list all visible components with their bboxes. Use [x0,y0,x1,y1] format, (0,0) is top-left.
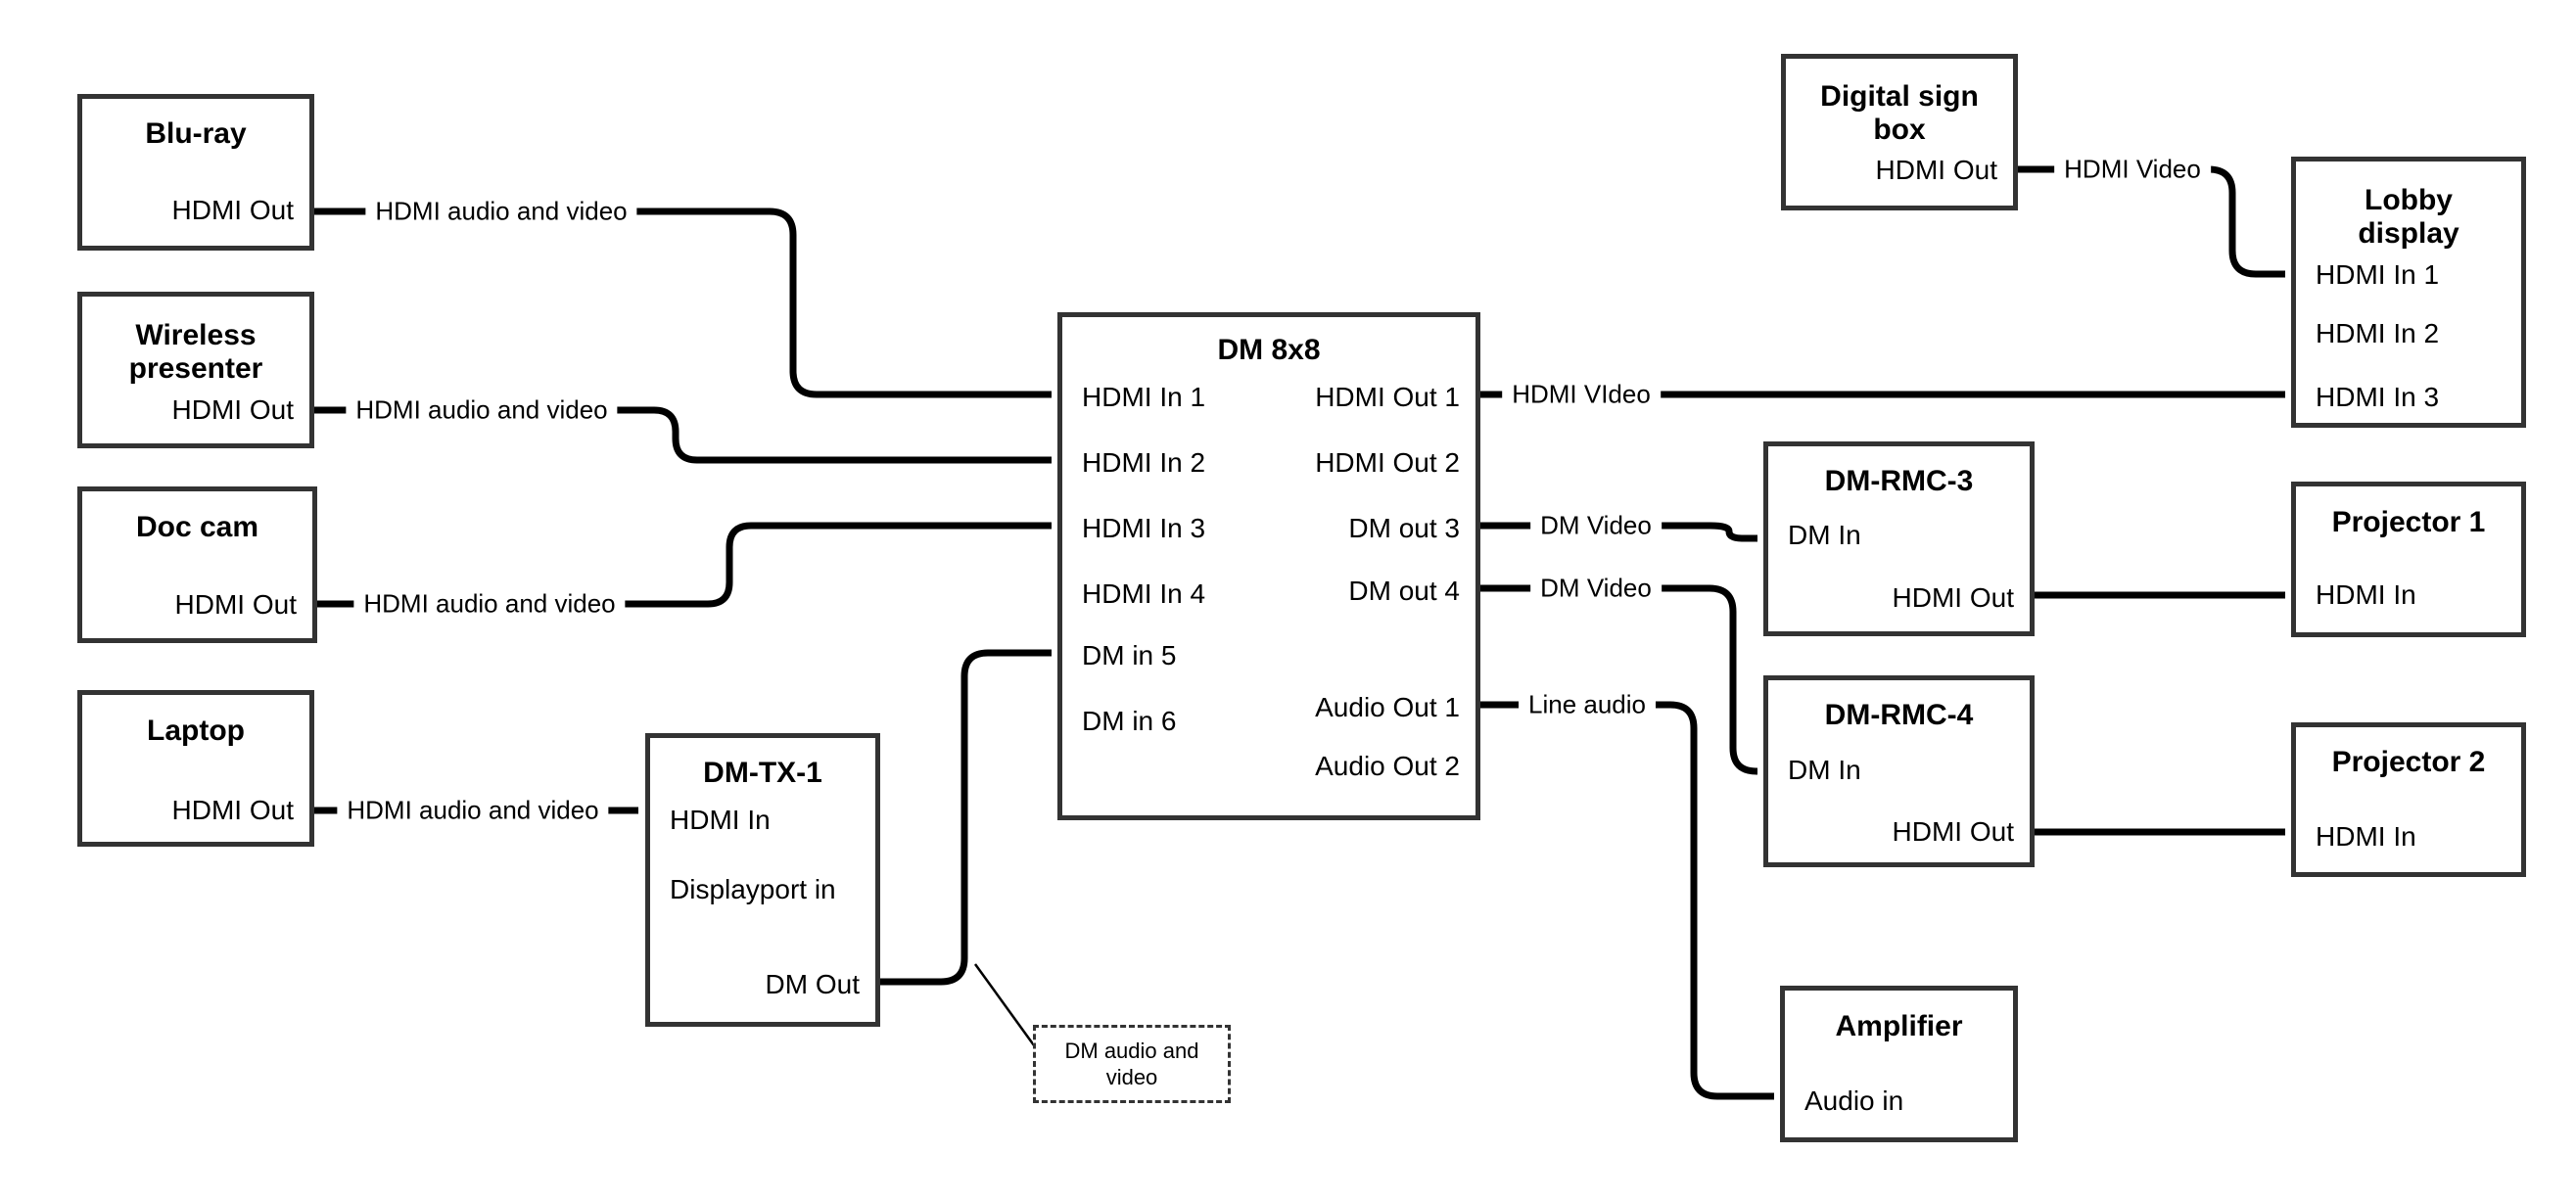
port-hdmi-in: HDMI In [2316,821,2416,852]
node-projector-2: Projector 2 HDMI In [2291,722,2526,877]
port-hdmi-out: HDMI Out [1892,816,2014,847]
wire-label-hdmi-audio-video-1: HDMI audio and video [365,194,637,229]
node-lobby-display: Lobby display HDMI In 1 HDMI In 2 HDMI I… [2291,157,2526,428]
port-dm-in-5: DM in 5 [1082,640,1177,670]
port-hdmi-in: HDMI In [2316,579,2416,610]
port-dm-out: DM Out [765,969,860,999]
node-dm-8x8: DM 8x8 HDMI In 1 HDMI In 2 HDMI In 3 HDM… [1057,312,1480,820]
callout-dm-audio-and-video: DM audio and video [1033,1025,1231,1103]
node-dm-rmc-4: DM-RMC-4 DM In HDMI Out [1763,675,2035,867]
wire-label-dm-video-out3: DM Video [1530,508,1662,543]
node-laptop: Laptop HDMI Out [77,690,314,847]
port-audio-out-2: Audio Out 2 [1315,751,1460,781]
wire-label-hdmi-audio-video-3: HDMI audio and video [353,586,626,622]
port-dm-in: DM In [1788,755,1861,785]
node-title: box [1873,114,1926,146]
port-hdmi-out: HDMI Out [1875,155,1997,185]
port-hdmi-out-1: HDMI Out 1 [1315,382,1460,412]
port-hdmi-out: HDMI Out [171,795,294,825]
node-title: DM-RMC-4 [1824,699,1974,731]
port-hdmi-in-3: HDMI In 3 [2316,382,2440,412]
callout-leader-line [973,963,1036,1046]
node-title: Amplifier [1835,1010,1963,1042]
port-hdmi-in-3: HDMI In 3 [1082,513,1206,543]
port-dm-in: DM In [1788,520,1861,550]
port-audio-out-1: Audio Out 1 [1315,692,1460,722]
wire-blu-ray-to-dm8x8-hdmi-in-1 [314,208,1052,398]
wire-dm8x8-dm-out-4-to-dm-rmc-4-dm-in [1480,584,1757,775]
port-hdmi-in-4: HDMI In 4 [1082,578,1206,609]
port-hdmi-out: HDMI Out [171,195,294,225]
port-hdmi-in-2: HDMI In 2 [2316,318,2440,348]
wire-doc-cam-to-dm8x8-hdmi-in-3 [317,522,1052,608]
node-dm-rmc-3: DM-RMC-3 DM In HDMI Out [1763,441,2035,636]
wire-digital-sign-to-lobby-hdmi-in-1 [2018,165,2285,278]
port-displayport-in: Displayport in [670,874,836,904]
node-title: Wireless [135,319,257,351]
port-hdmi-out: HDMI Out [1892,582,2014,613]
node-title: Doc cam [135,511,259,543]
wire-label-hdmi-video-out1: HDMI VIdeo [1502,377,1661,412]
port-hdmi-out: HDMI Out [171,394,294,425]
node-title: Projector 2 [2331,746,2486,778]
wire-label-hdmi-audio-video-4: HDMI audio and video [337,793,609,828]
wire-dm-tx-1-dm-out-to-dm8x8-dm-in-5 [880,649,1052,986]
port-dm-in-6: DM in 6 [1082,706,1177,736]
node-title: presenter [128,352,263,385]
node-title: Projector 1 [2331,506,2486,538]
node-title: display [2358,217,2459,250]
port-audio-in: Audio in [1804,1086,1904,1116]
wire-label-hdmi-audio-video-2: HDMI audio and video [346,393,618,428]
node-digital-sign-box: Digital sign box HDMI Out [1781,54,2018,210]
node-title: Digital sign [1820,80,1979,113]
callout-text-line1: DM audio and [1064,1039,1199,1063]
wire-wireless-presenter-to-dm8x8-hdmi-in-2 [314,406,1052,464]
port-dm-out-3: DM out 3 [1348,513,1460,543]
port-hdmi-in-1: HDMI In 1 [1082,382,1206,412]
node-blu-ray: Blu-ray HDMI Out [77,94,314,251]
wire-label-hdmi-video-sign: HDMI Video [2054,152,2211,187]
node-title: DM 8x8 [1217,334,1321,366]
port-hdmi-in-2: HDMI In 2 [1082,447,1206,478]
wire-dm8x8-audio-out-1-to-amplifier-audio-in [1480,701,1774,1100]
port-hdmi-in-1: HDMI In 1 [2316,259,2440,290]
node-title: DM-TX-1 [703,757,822,789]
node-projector-1: Projector 1 HDMI In [2291,482,2526,637]
wire-dm8x8-dm-out-3-to-dm-rmc-3-dm-in [1480,522,1757,542]
wire-label-dm-video-out4: DM Video [1530,571,1662,606]
node-title: Lobby [2365,184,2453,216]
node-dm-tx-1: DM-TX-1 HDMI In Displayport in DM Out [645,733,880,1027]
callout-text-line2: video [1105,1065,1158,1089]
node-amplifier: Amplifier Audio in [1780,986,2018,1142]
port-hdmi-out-2: HDMI Out 2 [1315,447,1460,478]
node-wireless-presenter: Wireless presenter HDMI Out [77,292,314,448]
port-hdmi-out: HDMI Out [174,589,297,620]
node-doc-cam: Doc cam HDMI Out [77,486,317,643]
node-title: Blu-ray [145,117,247,150]
wire-label-line-audio: Line audio [1519,687,1656,722]
node-title: DM-RMC-3 [1824,465,1974,497]
port-dm-out-4: DM out 4 [1348,576,1460,606]
node-title: Laptop [147,715,245,747]
port-hdmi-in: HDMI In [670,805,771,835]
